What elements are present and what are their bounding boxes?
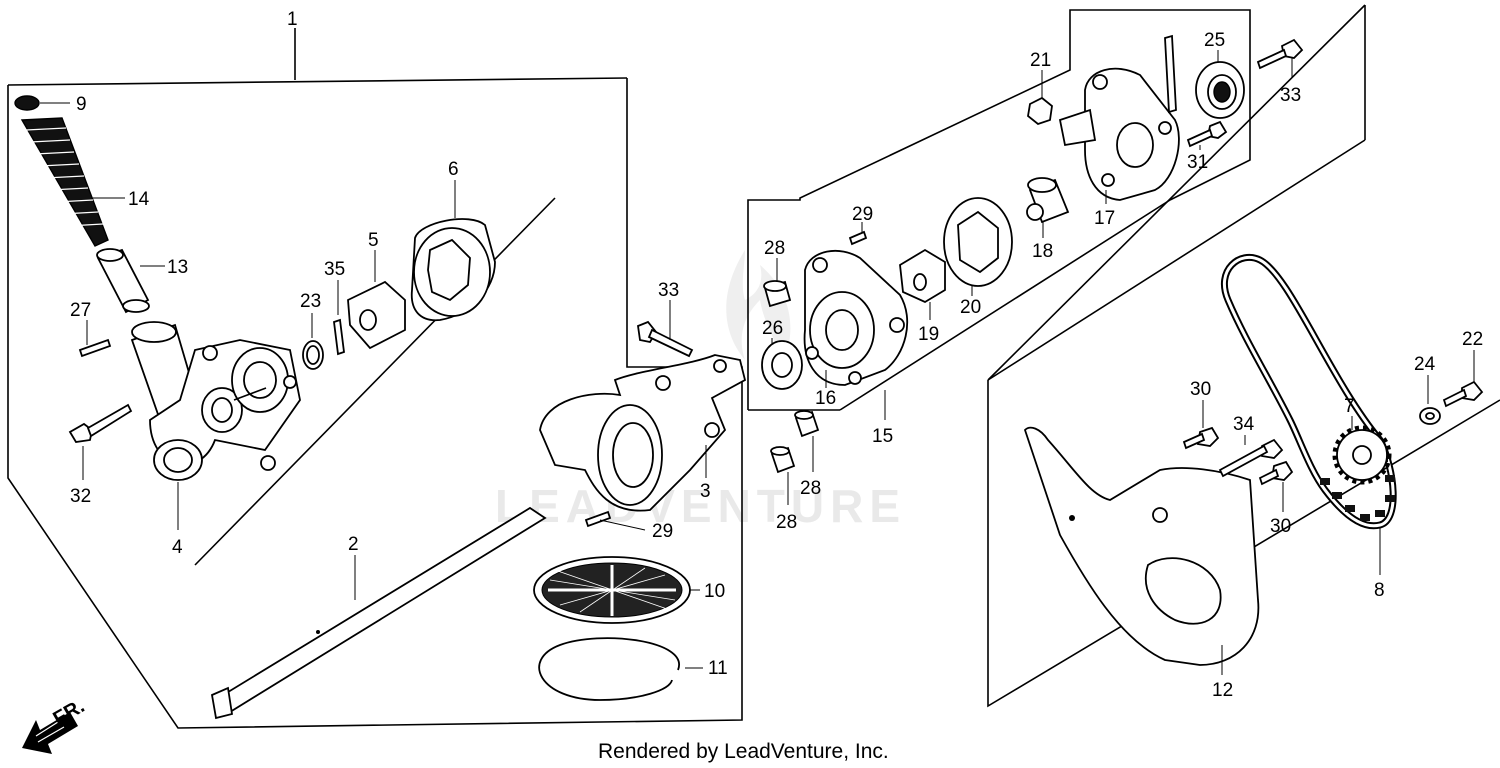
callout-9: 9 <box>76 94 87 115</box>
part-23-washer <box>302 313 324 370</box>
callout-8: 8 <box>1374 580 1385 601</box>
part-32-bolt <box>68 403 133 480</box>
part-28-dowel-middle <box>794 410 820 472</box>
part-26-oil-seal <box>761 338 803 390</box>
callout-34: 34 <box>1233 414 1255 435</box>
watermark: LEADVENTURE <box>495 250 906 532</box>
callout-28-upper: 28 <box>764 238 785 259</box>
part-16-pump-cover <box>803 249 909 388</box>
part-5-inner-rotor <box>347 250 406 350</box>
callout-25: 25 <box>1204 30 1225 51</box>
callout-29-lower: 29 <box>652 521 673 542</box>
part-7-sprocket <box>1332 416 1392 485</box>
part-13-relief-valve <box>96 248 165 314</box>
part-18-collar <box>1026 177 1070 238</box>
credit-text: Rendered by LeadVenture, Inc. <box>598 740 889 763</box>
callout-26: 26 <box>762 318 783 339</box>
part-22-bolt <box>1442 350 1484 408</box>
callout-22: 22 <box>1462 329 1483 350</box>
part-33-bolt-right <box>1256 38 1304 78</box>
part-33-bolt-left <box>637 300 694 358</box>
callout-16: 16 <box>815 388 836 409</box>
part-35-pin <box>333 280 345 356</box>
callout-19: 19 <box>918 324 939 345</box>
callout-13: 13 <box>167 257 188 278</box>
callout-28-middle: 28 <box>800 478 821 499</box>
callout-5: 5 <box>368 230 379 251</box>
callout-28-lower: 28 <box>776 512 797 533</box>
callout-15: 15 <box>872 426 893 447</box>
part-2-shaft <box>210 506 547 720</box>
part-10-strainer-screen <box>533 556 700 624</box>
callout-33-left: 33 <box>658 280 679 301</box>
callout-1: 1 <box>287 9 298 30</box>
part-28-dowel-upper <box>763 258 792 308</box>
callout-33-right: 33 <box>1280 85 1301 106</box>
callout-6: 6 <box>448 159 459 180</box>
callout-10: 10 <box>704 581 725 602</box>
callout-30-upper: 30 <box>1190 379 1211 400</box>
part-24-washer <box>1419 375 1441 425</box>
callout-18: 18 <box>1032 241 1053 262</box>
callout-14: 14 <box>128 189 150 210</box>
part-9-cap <box>14 95 70 111</box>
part-31-bolt <box>1186 120 1228 150</box>
part-29-pin-lower <box>584 510 646 531</box>
callout-35: 35 <box>324 259 345 280</box>
part-29-pin-upper <box>848 222 868 246</box>
part-27-cotter-pin <box>78 320 112 358</box>
callout-4: 4 <box>172 537 183 558</box>
part-21-nut <box>1027 70 1053 126</box>
part-14-spring <box>20 117 125 247</box>
callout-23: 23 <box>300 291 321 312</box>
callout-7: 7 <box>1344 396 1355 417</box>
callout-3: 3 <box>700 481 711 502</box>
callout-31: 31 <box>1187 152 1208 173</box>
part-20-outer-rotor <box>943 197 1013 296</box>
callout-20: 20 <box>960 297 981 318</box>
part-3-pump-housing <box>539 354 747 512</box>
part-4-pump-body <box>130 321 301 530</box>
cover-chain-boundary <box>987 4 1500 708</box>
part-25-bearing <box>1195 50 1245 119</box>
front-direction-arrow: FR. <box>22 695 88 754</box>
part-19-inner-rotor <box>899 248 946 320</box>
callout-32: 32 <box>70 486 91 507</box>
pump-assembly-15-boundary <box>747 9 1251 420</box>
callout-24: 24 <box>1414 354 1436 375</box>
callout-12: 12 <box>1212 680 1233 701</box>
part-6-outer-rotor <box>410 180 496 322</box>
watermark-text: LEADVENTURE <box>495 480 906 532</box>
callout-30-lower: 30 <box>1270 516 1291 537</box>
callout-2: 2 <box>348 534 359 555</box>
callout-21: 21 <box>1030 50 1051 71</box>
part-12-chain-cover <box>1023 426 1260 675</box>
callout-29-upper: 29 <box>852 204 873 225</box>
callout-labels: 1 9 14 13 27 32 4 23 35 5 6 33 3 29 2 10… <box>70 9 1483 701</box>
part-17-pump-body <box>1058 34 1180 204</box>
callout-11: 11 <box>708 658 728 679</box>
part-28-dowel-lower <box>770 446 796 505</box>
part-30-bolt-lower <box>1258 460 1294 512</box>
part-30-bolt-upper <box>1182 400 1220 450</box>
part-34-bolt <box>1218 435 1284 478</box>
part-11-snap-ring <box>538 637 703 701</box>
callout-17: 17 <box>1094 208 1115 229</box>
callout-27: 27 <box>70 300 91 321</box>
